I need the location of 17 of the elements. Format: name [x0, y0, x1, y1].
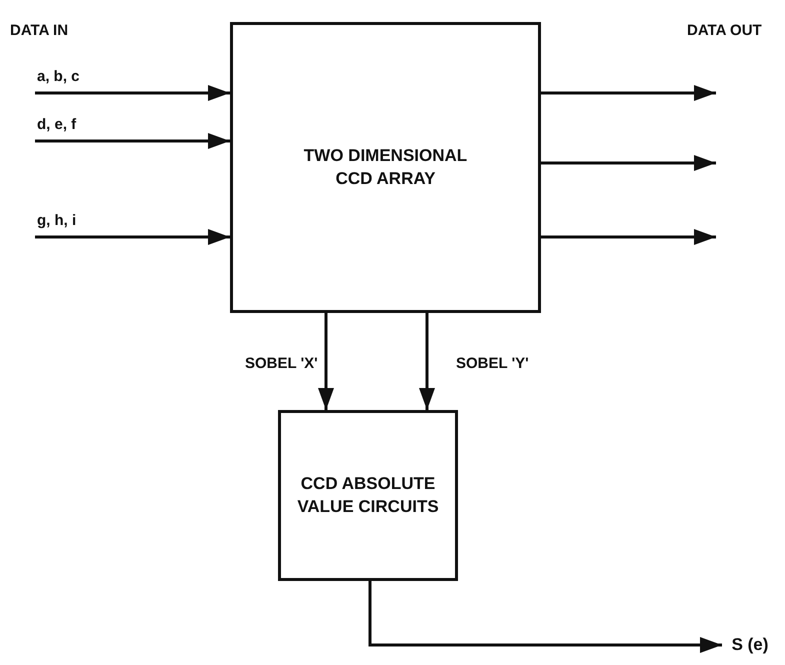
arrow: [541, 229, 716, 245]
process-box: [278, 410, 458, 581]
node-label: CCD ABSOLUTE VALUE CIRCUITS: [296, 472, 440, 518]
edge-label: a, b, c: [35, 68, 82, 85]
arrow: [318, 313, 334, 410]
edge-label: d, e, f: [35, 116, 78, 133]
edge-label: g, h, i: [35, 212, 78, 229]
arrow: [35, 133, 230, 149]
arrow: [368, 581, 722, 653]
arrow: [541, 85, 716, 101]
node-label: S (e): [732, 634, 768, 656]
arrow: [35, 229, 230, 245]
process-box: [230, 22, 541, 313]
node-label: TWO DIMENSIONAL CCD ARRAY: [302, 144, 468, 190]
arrow: [541, 155, 716, 171]
arrow: [419, 313, 435, 410]
arrow: [35, 85, 230, 101]
